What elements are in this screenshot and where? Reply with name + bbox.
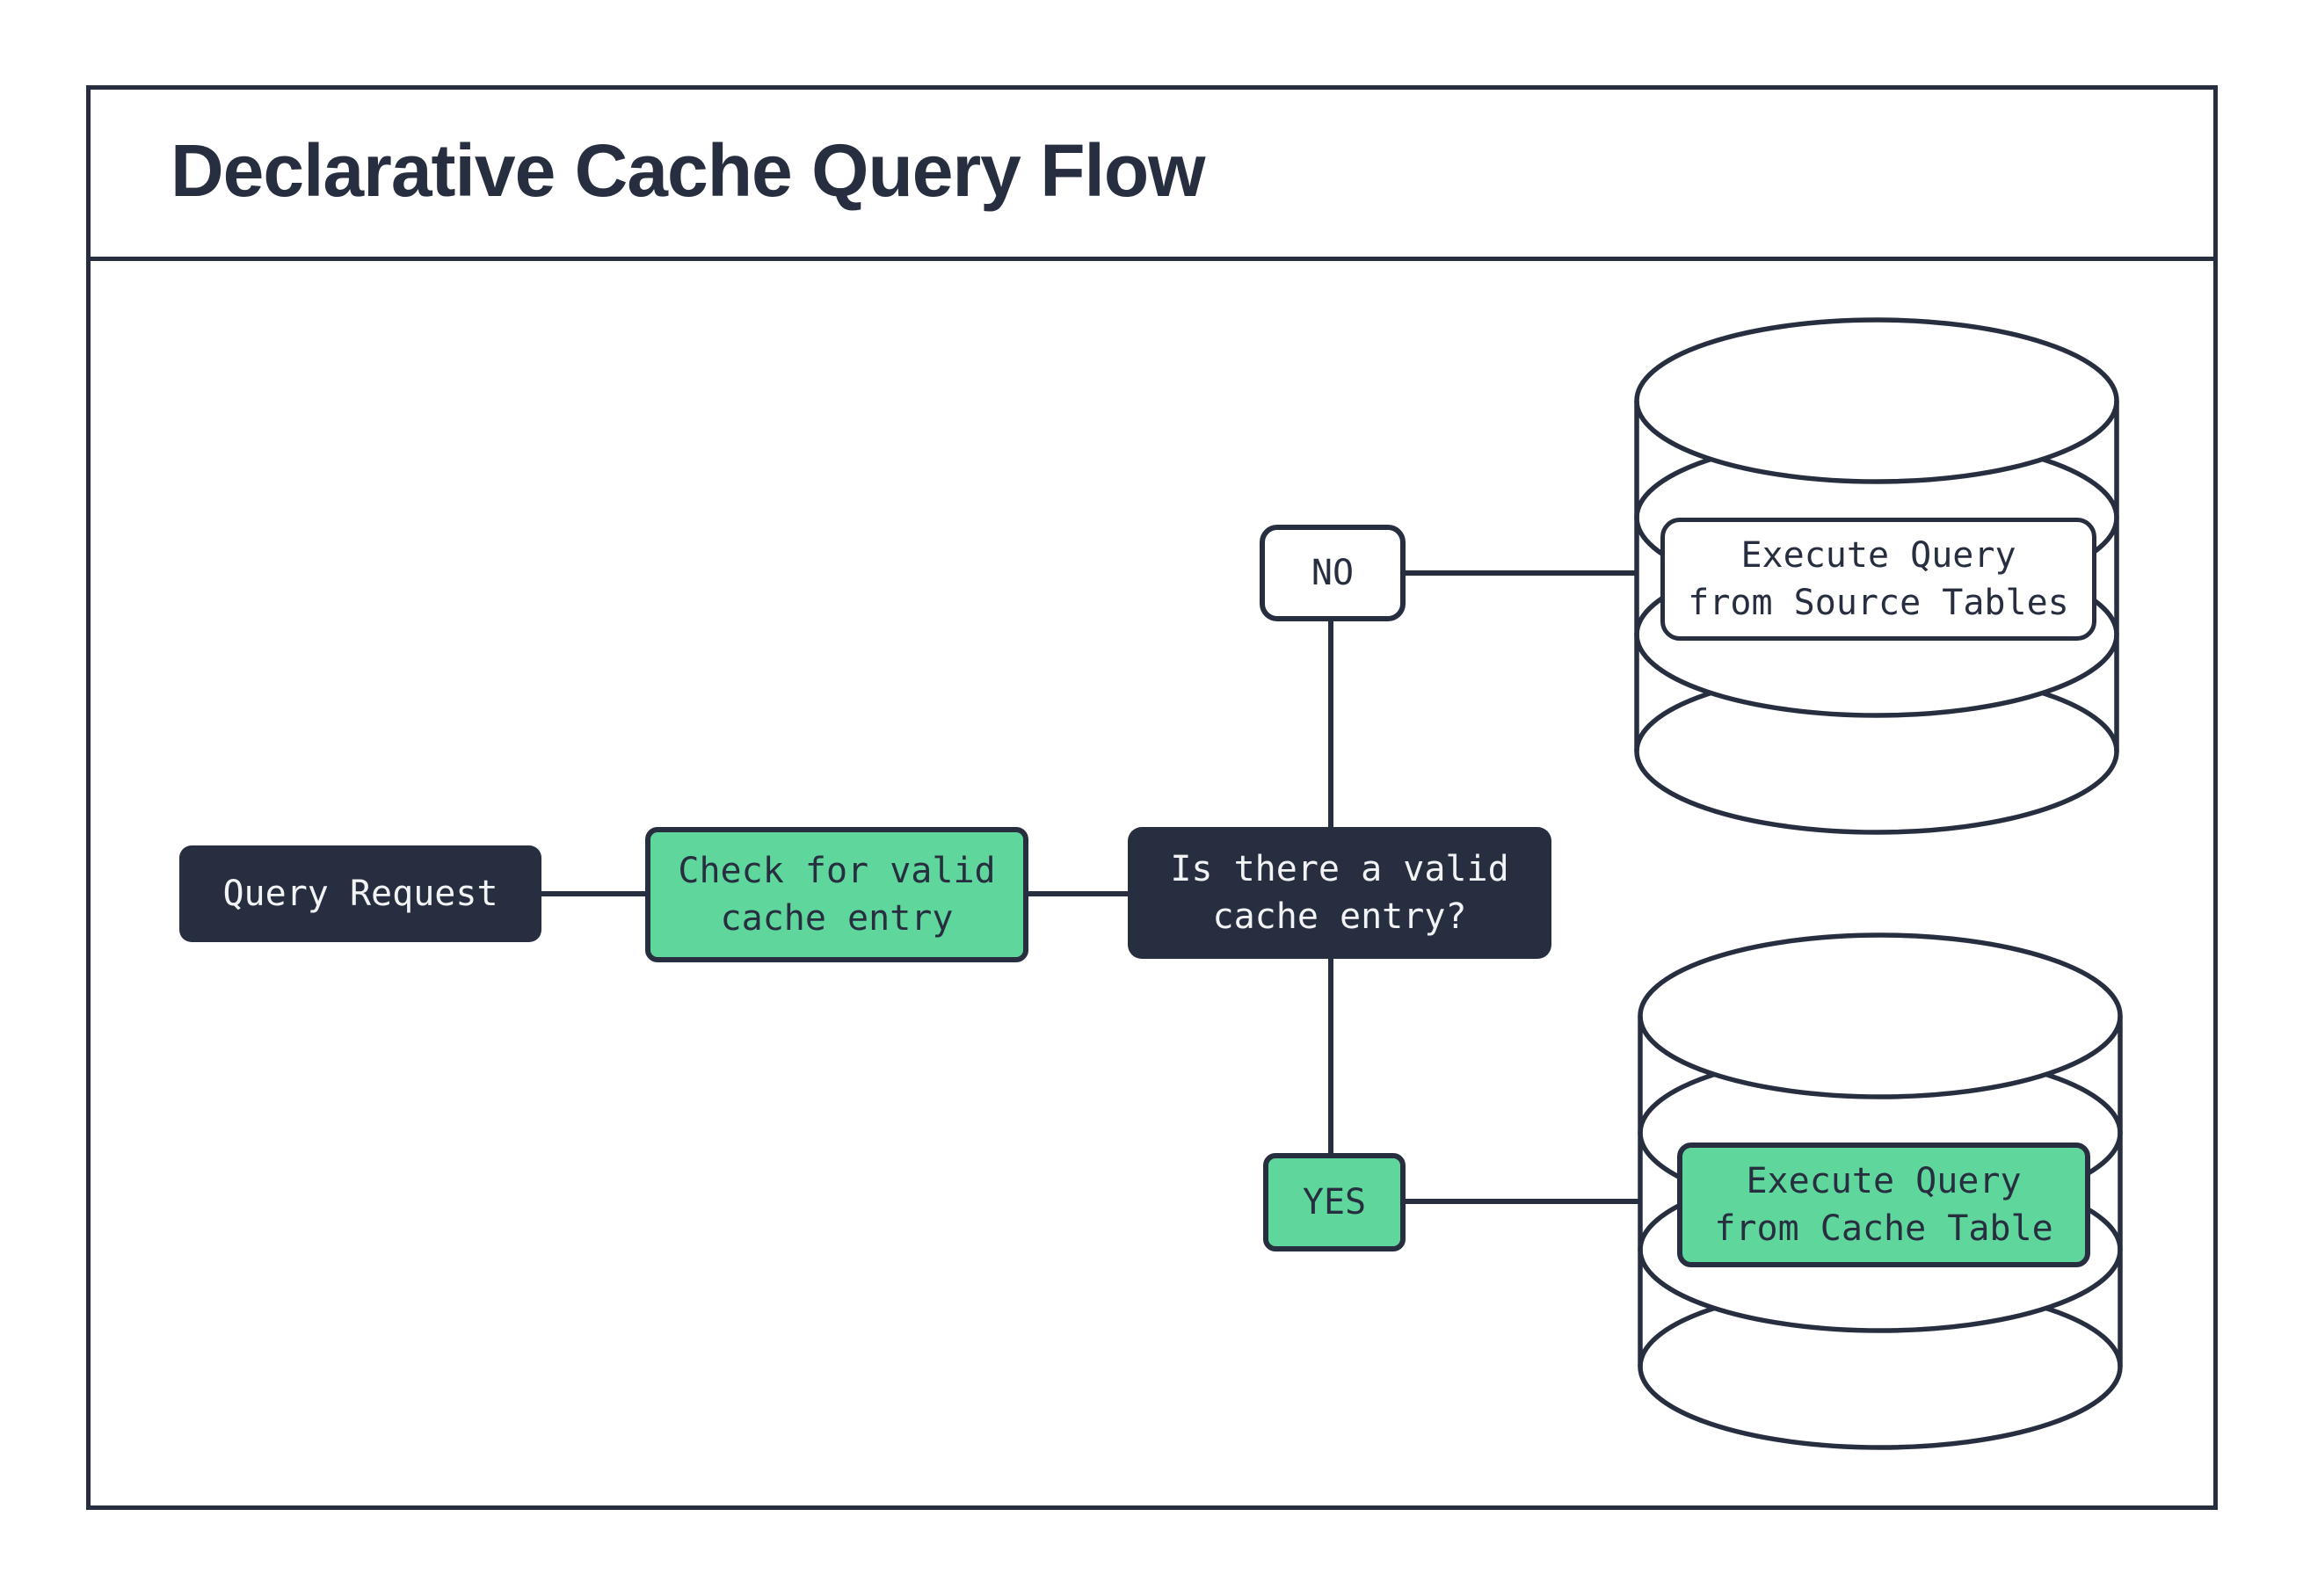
branch-label-yes: YES [1263,1153,1406,1251]
connector-query-to-check [541,891,645,896]
node-decision-valid-cache: Is there a valid cache entry? [1128,827,1551,959]
node-check-cache-entry: Check for valid cache entry [645,827,1028,962]
branch-label-no: NO [1260,525,1406,621]
source-database-cylinder-icon [1630,316,2124,837]
branch-label-no-text: NO [1311,553,1355,593]
node-check-cache-entry-label: Check for valid cache entry [678,851,996,939]
node-query-request: Query Request [179,845,541,942]
node-execute-query-source-tables: Execute Query from Source Tables [1660,518,2096,641]
node-execute-query-cache-table: Execute Query from Cache Table [1677,1143,2090,1267]
node-decision-valid-cache-label: Is there a valid cache entry? [1170,849,1509,937]
connector-check-to-decision [1028,891,1128,896]
node-execute-query-cache-table-label: Execute Query from Cache Table [1714,1161,2053,1249]
connector-yes-to-cache-db [1406,1199,1639,1204]
connector-no-to-source-db [1406,570,1636,576]
node-query-request-label: Query Request [222,874,498,914]
page-title: Declarative Cache Query Flow [171,129,1206,212]
connector-decision-to-yes [1328,957,1333,1155]
branch-label-yes-text: YES [1302,1182,1367,1222]
connector-decision-to-no [1328,621,1333,829]
node-execute-query-source-tables-label: Execute Query from Source Tables [1688,535,2069,623]
diagram-header: Declarative Cache Query Flow [86,85,2218,261]
